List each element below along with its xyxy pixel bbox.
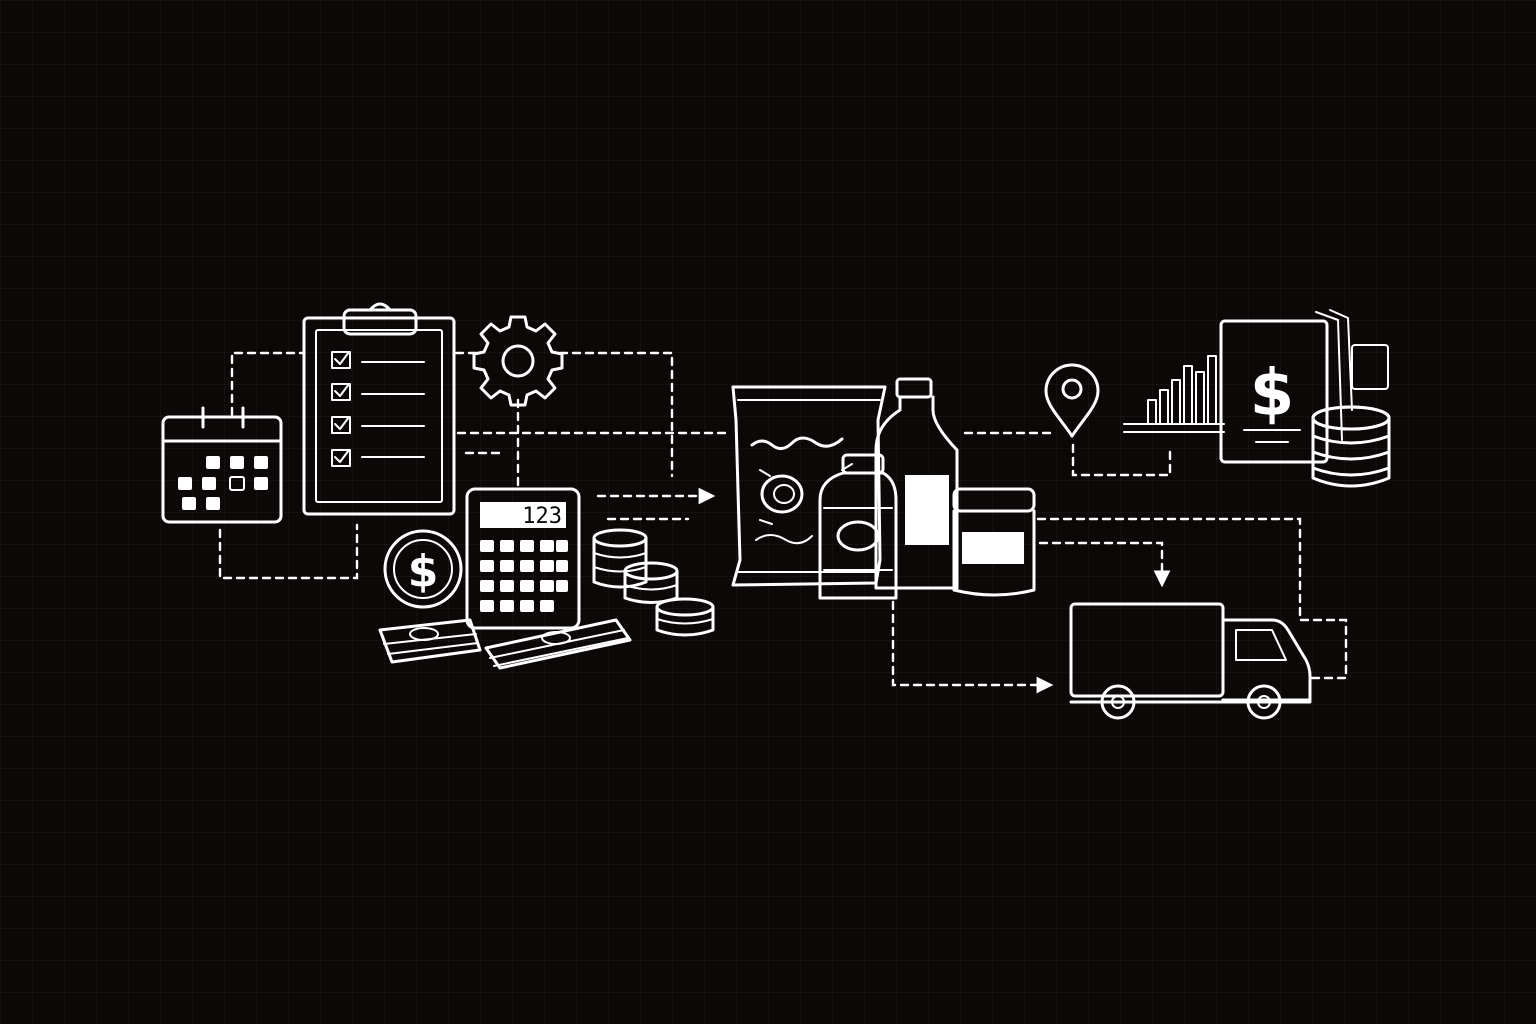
jar-icon [818,453,898,600]
gear-icon [472,315,564,407]
location-pin-icon [1044,363,1100,438]
bar-chart-icon [1123,355,1225,433]
coin-dollar-sign: $ [408,546,439,597]
calculator-icon: 123 [465,487,581,630]
coin-stack-icon [1311,405,1391,488]
connector-lines [218,351,1348,694]
calculator-display: 123 [522,504,562,529]
calculator-keys [480,540,568,612]
price-tag-document-icon: $ [1219,309,1389,464]
dollar-coin-icon: $ [383,529,463,609]
checklist [331,351,425,467]
delivery-truck-icon [1069,602,1312,720]
cash-stack-icon [378,618,632,670]
clipboard-checklist-icon [302,302,456,516]
bottle-icon [874,377,959,590]
jar-icon [952,487,1036,597]
calendar-icon [161,406,283,524]
coin-stack-icon [592,528,715,637]
document-dollar-sign: $ [1250,357,1295,431]
snack-bag-icon [731,385,887,587]
